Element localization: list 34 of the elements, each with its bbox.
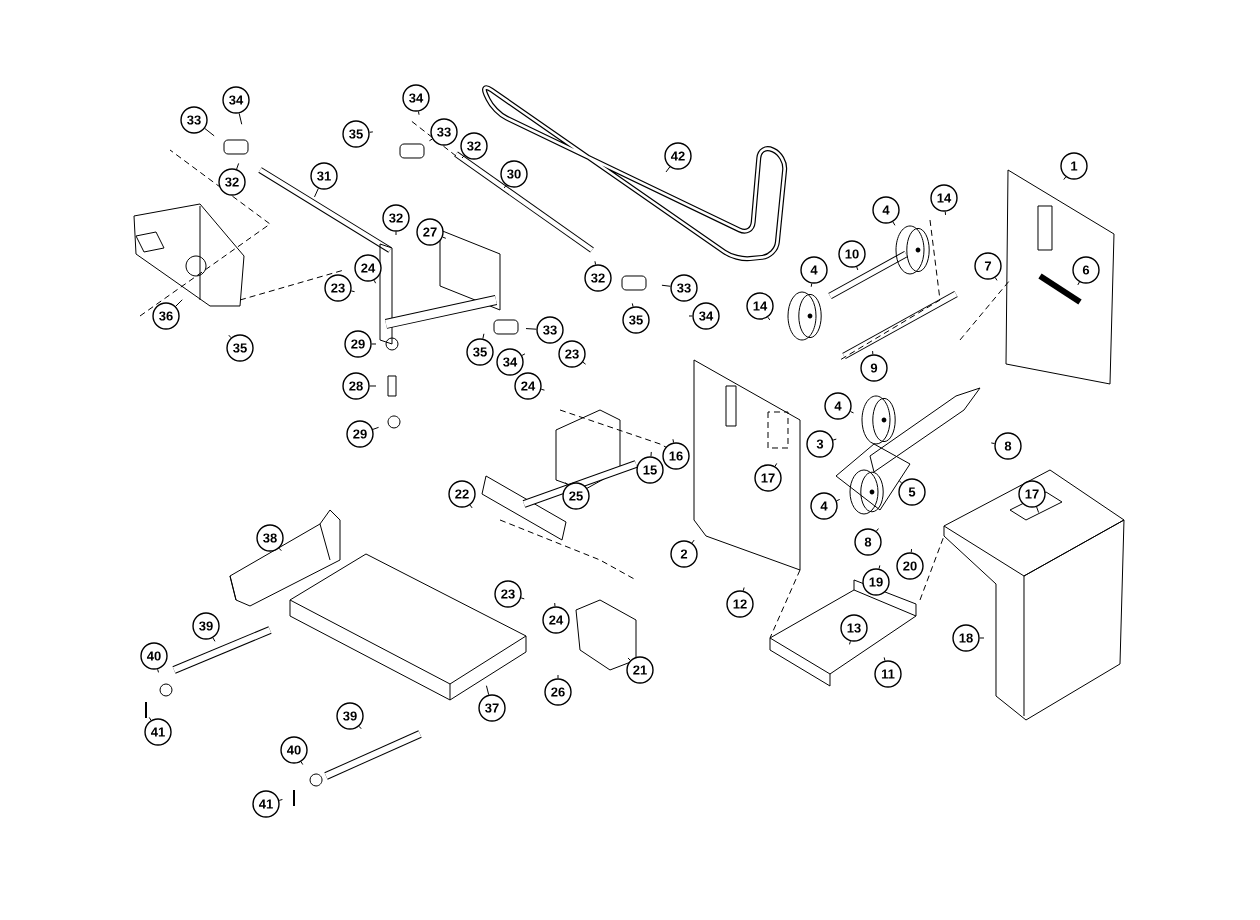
leader-line <box>661 284 671 287</box>
leader-line <box>883 656 886 662</box>
leader-line <box>872 350 874 355</box>
leader-line <box>236 162 240 170</box>
leader-line <box>204 127 215 137</box>
leader-line <box>979 637 985 639</box>
leader-line <box>742 587 745 592</box>
leader-line <box>482 333 485 340</box>
leader-line <box>892 221 896 226</box>
leader-line <box>650 451 652 457</box>
leader-line <box>631 302 634 308</box>
leader-line <box>369 131 374 133</box>
leader-line <box>688 315 693 317</box>
leader-line <box>314 187 319 198</box>
leader-line <box>832 438 837 441</box>
leader-line <box>395 231 397 236</box>
leader-line <box>373 279 377 284</box>
leader-line <box>212 637 216 642</box>
leader-line <box>554 602 556 607</box>
leader-line <box>878 564 881 570</box>
leader-line <box>175 299 183 307</box>
leader-line <box>520 597 525 600</box>
leader-line <box>665 166 671 173</box>
leader-line <box>485 685 490 696</box>
leader-line <box>372 426 380 430</box>
leader-line <box>525 328 537 330</box>
leader-line <box>350 290 356 293</box>
leader-line <box>810 283 813 288</box>
leader-line <box>1036 506 1040 514</box>
leader-line <box>369 385 377 387</box>
leader-line <box>371 343 377 345</box>
leader-line <box>557 674 559 679</box>
leader-line <box>238 112 243 125</box>
leader-line <box>540 388 545 391</box>
